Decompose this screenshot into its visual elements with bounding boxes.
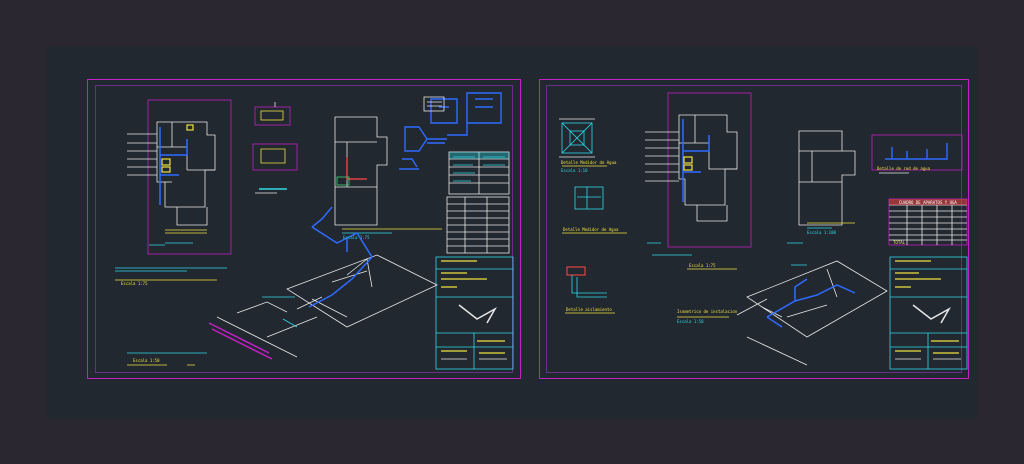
right-elevation-scale: Escala 1:100	[807, 230, 836, 235]
drawing-linework	[115, 92, 968, 370]
building-outline-right	[798, 130, 856, 226]
right-detail-a-scale: Escala 1:10	[561, 168, 588, 173]
isometric-network-right	[736, 260, 888, 366]
detail-meter-right	[561, 122, 593, 154]
left-plan-scale: Escala 1:75	[121, 281, 148, 286]
left-iso-scale: Escala 1:50	[133, 358, 160, 363]
right-detail-b: Detalle Medidor de Agua	[563, 227, 619, 232]
right-small-plan: Detalle de red de agua	[877, 166, 930, 171]
drawing-canvas[interactable]: Escala 1:75 Escala 1:75 Escala 1:50 Deta…	[47, 47, 977, 419]
right-detail-c: Detalle aislamiento	[566, 307, 612, 312]
isometric-network-left	[216, 254, 438, 358]
sheet-left[interactable]	[87, 79, 521, 379]
right-plan-scale: Escala 1:75	[689, 263, 716, 268]
fixture-table-left	[446, 151, 510, 254]
floor-plan-frame	[147, 99, 232, 255]
right-detail-a: Detalle Medidor de Agua	[561, 160, 617, 165]
right-table-total: TOTAL	[893, 240, 906, 245]
detail-boxes-left	[252, 106, 298, 171]
small-plan-right	[871, 134, 963, 171]
floor-plan-right	[678, 114, 738, 222]
floor-plan-left	[156, 121, 216, 234]
uga-table	[888, 198, 968, 246]
left-elevation-scale: Escala 1:75	[343, 235, 370, 240]
right-iso-scale: Escala 1:50	[677, 319, 704, 324]
floor-plan-frame-right	[667, 92, 752, 248]
sheet-left-frame	[95, 85, 513, 373]
title-block-left	[435, 256, 514, 370]
title-block-right	[889, 256, 968, 370]
right-iso-title: Isometrico de instalacion	[677, 309, 738, 314]
right-table-title: CUADRO DE APARATOS Y UGA	[899, 200, 957, 205]
building-outline-left	[334, 116, 388, 226]
